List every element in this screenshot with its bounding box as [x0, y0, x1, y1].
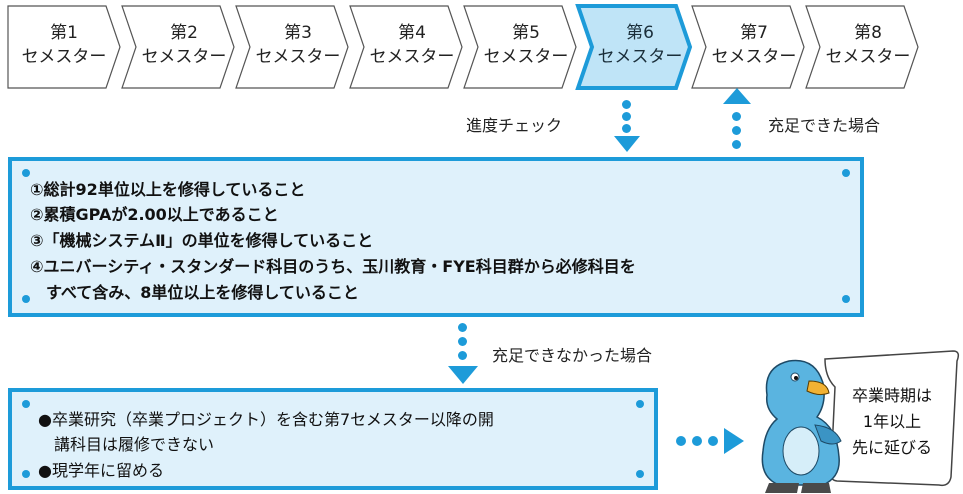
condition-item: ③「機械システムⅡ」の単位を修得していること: [30, 231, 374, 250]
semester-number: 第1: [50, 23, 78, 43]
semester-chevron: [805, 5, 919, 89]
semester-number: 第4: [398, 23, 426, 43]
right-arrow-icon: [724, 428, 744, 454]
semester-chevron: [463, 5, 577, 89]
conditions-box: ①総計92単位以上を修得していること ②累積GPAが2.00以上であること ③「…: [8, 157, 864, 317]
semester-number: 第7: [740, 23, 768, 43]
semester-number: 第6: [626, 23, 654, 43]
semester-label: セメスター: [21, 47, 107, 67]
flow-dot: [458, 351, 467, 360]
mascot-illustration: [761, 350, 960, 493]
corner-dot: [22, 470, 30, 478]
corner-dot: [636, 470, 644, 478]
condition-item: ④ユニバーシティ・スタンダード科目のうち、玉川教育・FYE科目群から必修科目を: [30, 257, 636, 276]
delay-arrow: [676, 428, 746, 454]
down-arrow-icon: [614, 136, 640, 152]
semester-chevron: [121, 5, 235, 89]
semester-chevron: [575, 3, 693, 90]
semester-number: 第8: [854, 23, 882, 43]
corner-dot: [22, 295, 30, 303]
semester-label: セメスター: [141, 47, 227, 67]
satisfied-label: 充足できた場合: [768, 116, 881, 135]
sign-line: 1年以上: [862, 412, 922, 431]
sign-line: 卒業時期は: [851, 386, 932, 405]
semester-label: セメスター: [483, 47, 569, 67]
semester-chevron: [7, 5, 121, 89]
semester-label: セメスター: [825, 47, 911, 67]
flow-dot: [692, 436, 702, 446]
flow-dot: [622, 112, 631, 121]
satisfied-arrow: [723, 88, 751, 158]
semester-number: 第3: [284, 23, 312, 43]
flow-dot: [708, 436, 718, 446]
result-box: ●卒業研究（卒業プロジェクト）を含む第7セメスター以降の開 講科目は履修できない…: [8, 388, 658, 490]
flow-dot: [622, 100, 631, 109]
result-line: ●現学年に留める: [38, 461, 164, 480]
flow-dot: [458, 337, 467, 346]
semester-label: セメスター: [597, 47, 683, 67]
up-arrow-icon: [723, 88, 751, 104]
sign-line: 先に延びる: [851, 438, 932, 457]
corner-dot: [842, 295, 850, 303]
semester-label: セメスター: [255, 47, 341, 67]
flow-dot: [732, 112, 741, 121]
corner-dot: [22, 400, 30, 408]
semester-label: セメスター: [369, 47, 455, 67]
flow-dot: [732, 140, 741, 149]
semester-chevron: [235, 5, 349, 89]
semester-chevron: [349, 5, 463, 89]
progress-check-arrow: [614, 98, 640, 158]
semester-label: セメスター: [711, 47, 797, 67]
corner-dot: [842, 169, 850, 177]
flow-dot: [458, 323, 467, 332]
progress-check-label: 進度チェック: [466, 116, 563, 135]
not-satisfied-arrow: [448, 318, 478, 388]
semester-number: 第5: [512, 23, 540, 43]
flow-dot: [622, 124, 631, 133]
flow-dot: [732, 126, 741, 135]
not-satisfied-label: 充足できなかった場合: [492, 346, 653, 365]
result-line: 講科目は履修できない: [38, 435, 215, 454]
corner-dot: [636, 400, 644, 408]
semester-number: 第2: [170, 23, 198, 43]
condition-item: ①総計92単位以上を修得していること: [30, 180, 306, 199]
condition-item: ②累積GPAが2.00以上であること: [30, 205, 279, 224]
result-line: ●卒業研究（卒業プロジェクト）を含む第7セメスター以降の開: [38, 410, 494, 429]
condition-item: すべて含み、8単位以上を修得していること: [30, 283, 359, 302]
corner-dot: [22, 169, 30, 177]
down-arrow-icon: [448, 366, 478, 384]
semester-chevron: [691, 5, 805, 89]
semester-timeline: [7, 3, 919, 90]
flow-dot: [676, 436, 686, 446]
